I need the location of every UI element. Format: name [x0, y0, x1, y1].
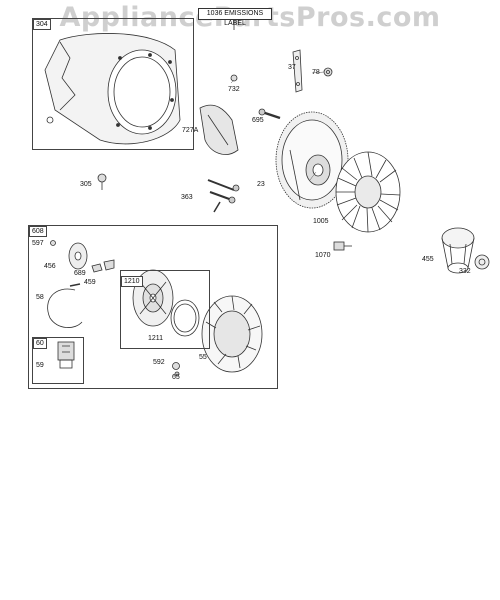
callout-1005: 1005 [313, 218, 329, 225]
pulley-group-label: 1210 [121, 276, 143, 287]
flywheel-part [275, 111, 349, 209]
rewind-housing-part [201, 295, 263, 373]
callout-37: 37 [288, 64, 296, 71]
screw-part-305 [97, 173, 107, 190]
small-screw-part [230, 74, 238, 82]
callout-592: 592 [153, 359, 165, 366]
callout-727a: 727A [182, 127, 199, 134]
baffle-part [199, 104, 239, 155]
callout-55: 55 [199, 354, 207, 361]
starter-group-label: 608 [29, 226, 47, 237]
recoil-spring-part [170, 299, 200, 337]
nut-part [323, 67, 333, 77]
callout-23: 23 [257, 181, 265, 188]
callout-1070: 1070 [315, 252, 331, 259]
callout-65: 65 [172, 374, 180, 381]
housing-group-label: 304 [33, 19, 51, 30]
callout-305: 305 [80, 181, 92, 188]
starter-cup-part [441, 227, 475, 274]
screw-part-592 [172, 362, 180, 370]
handle-part [57, 341, 75, 369]
pawl-part-689 [91, 263, 103, 273]
screws-part-363 [207, 179, 240, 213]
callout-695: 695 [252, 117, 264, 124]
screen-part [474, 254, 490, 270]
screw-part-65 [174, 371, 180, 377]
pawl-part-459 [103, 259, 115, 271]
blower-housing-part [44, 33, 181, 145]
housing-group-box [32, 18, 194, 150]
callout-456: 456 [44, 263, 56, 270]
callout-455: 455 [422, 256, 434, 263]
spring-group-box [32, 337, 84, 384]
callout-459: 459 [84, 279, 96, 286]
emissions-label-box: 1036 EMISSIONS LABEL [198, 8, 272, 27]
fan-part [335, 151, 401, 233]
callout-597: 597 [32, 240, 44, 247]
callout-363: 363 [181, 194, 193, 201]
callout-1211: 1211 [148, 335, 164, 342]
fan-screw-part [333, 241, 352, 251]
bolt-part-695 [258, 108, 281, 120]
callout-689: 689 [74, 270, 86, 277]
callout-59: 59 [36, 362, 44, 369]
callout-732: 732 [228, 86, 240, 93]
spring-group-label: 60 [33, 338, 47, 349]
starter-group-box [28, 225, 278, 389]
starter-pawl-part [68, 242, 88, 270]
callout-78: 78 [312, 69, 320, 76]
rope-part [47, 283, 83, 328]
callout-58: 58 [36, 294, 44, 301]
pulley-group-box [120, 270, 210, 349]
callout-332: 332 [459, 268, 471, 275]
bracket-part [292, 49, 303, 93]
starter-spring-small-part [50, 240, 56, 246]
